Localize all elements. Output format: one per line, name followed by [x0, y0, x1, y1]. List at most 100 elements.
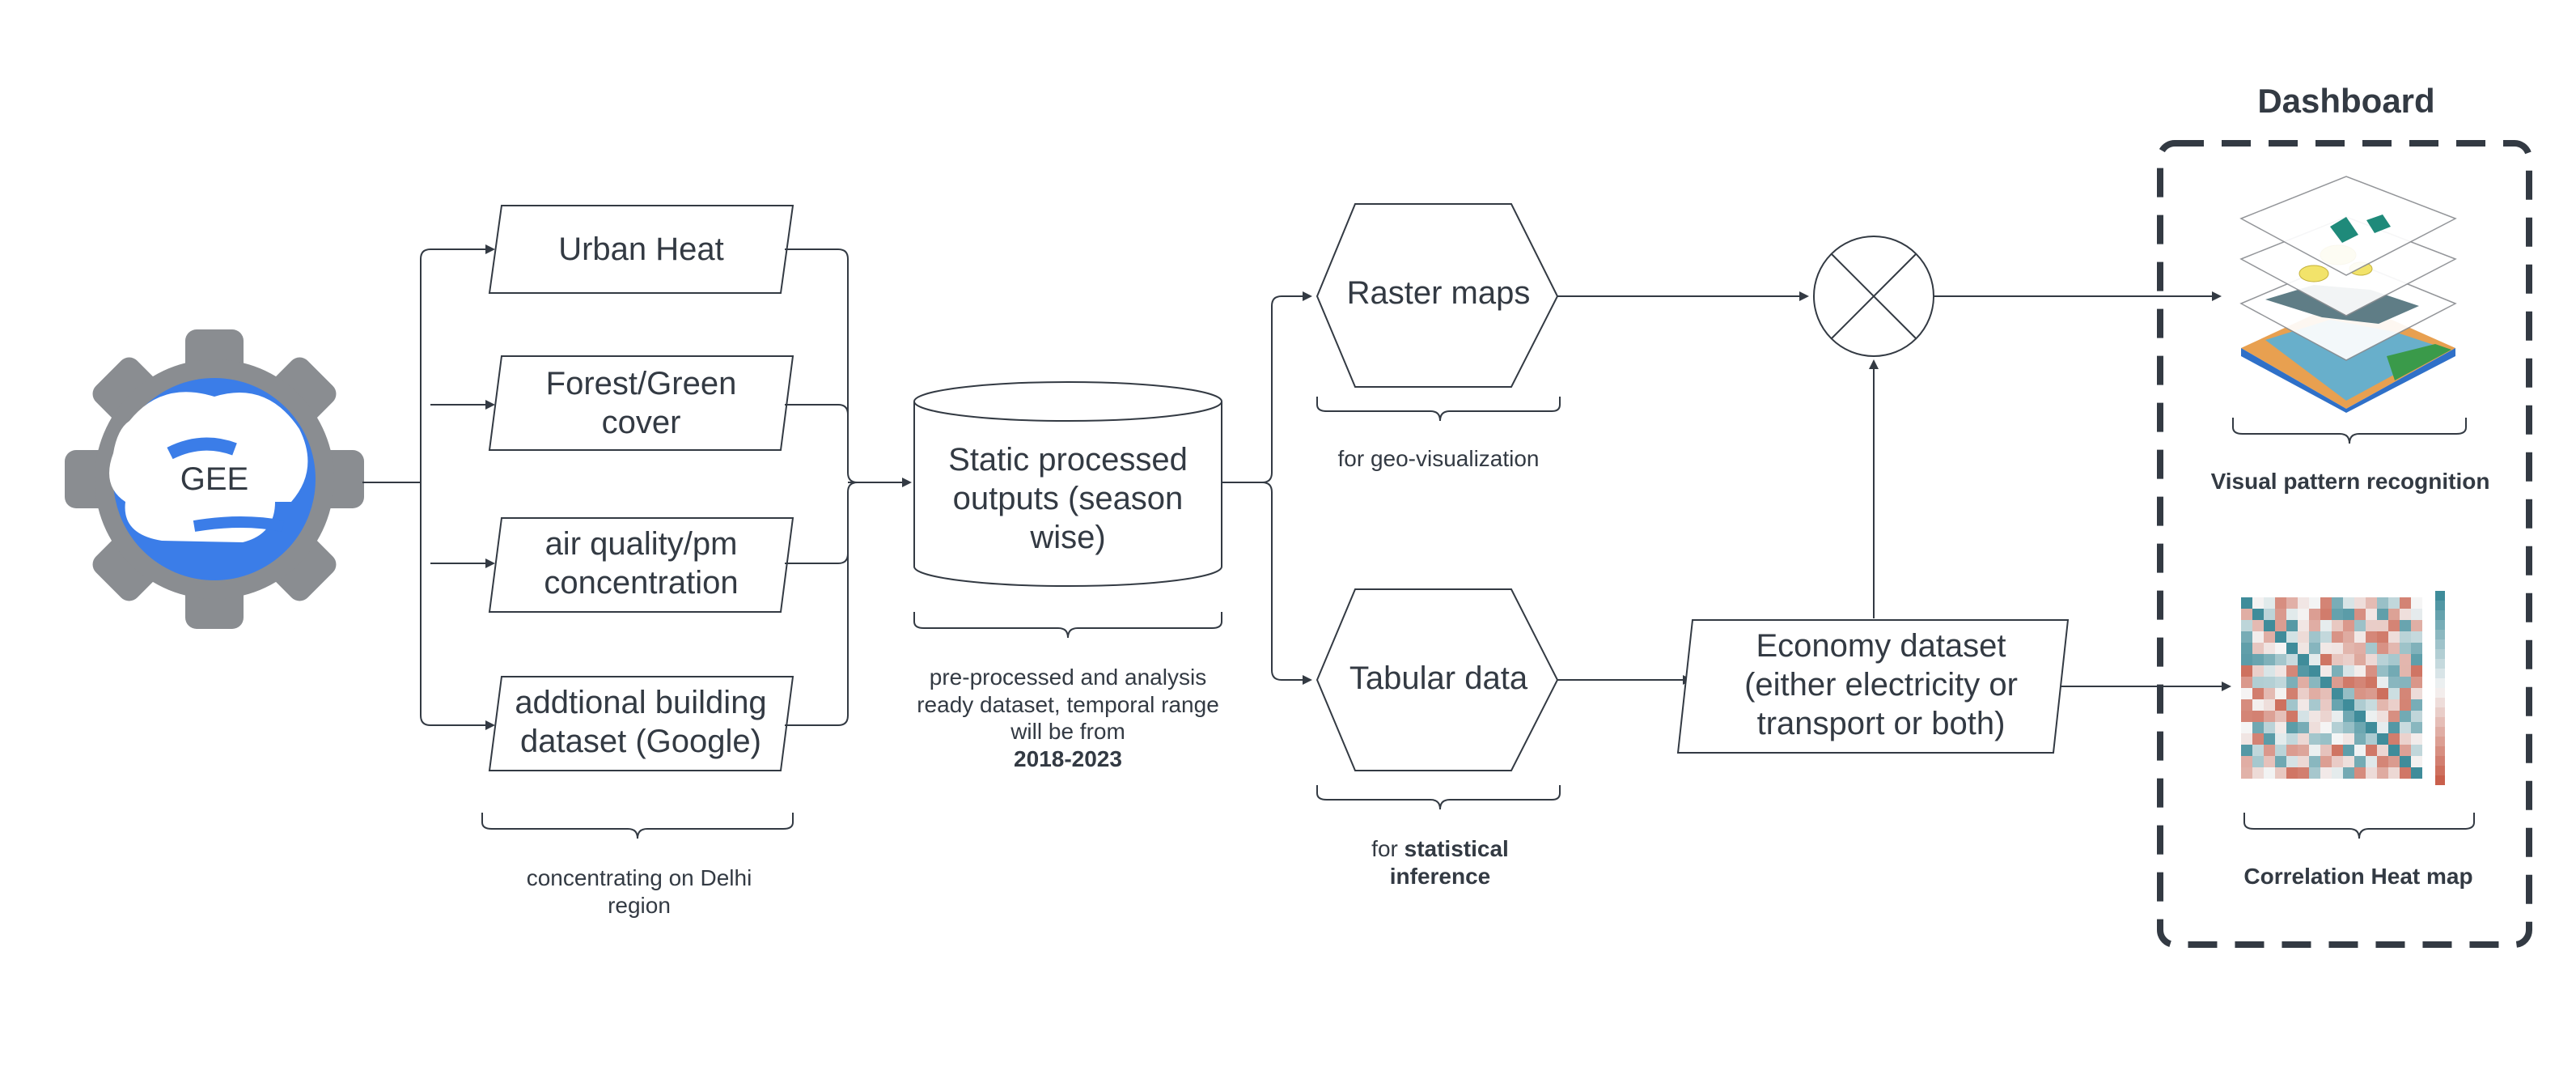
heatmap-cell: [2332, 631, 2343, 643]
heatmap-cell: [2366, 688, 2377, 699]
heatmap-cell: [2320, 597, 2332, 609]
heatmap-cell: [2320, 745, 2332, 756]
heatmap-cell: [2354, 688, 2366, 699]
heatmap-cell: [2332, 733, 2343, 745]
heatmap-cell: [2377, 722, 2388, 733]
heatmap-cell: [2309, 665, 2320, 677]
heatmap-cell: [2354, 620, 2366, 631]
heatmap-cell: [2286, 745, 2298, 756]
brace-store: [913, 612, 1222, 639]
store-caption-bold: 2018-2023: [1014, 745, 1122, 771]
heatmap-cell: [2252, 643, 2264, 654]
heatmap-cell: [2377, 745, 2388, 756]
heatmap-cell: [2411, 733, 2422, 745]
heatmap-colorbar-cell: [2435, 659, 2445, 669]
heatmap-cell: [2366, 745, 2377, 756]
heatmap-cell: [2286, 620, 2298, 631]
heatmap-cell: [2411, 699, 2422, 711]
heatmap-cell: [2411, 677, 2422, 688]
input-box-forest: [488, 355, 794, 451]
heatmap-cell: [2320, 620, 2332, 631]
heatmap-colorbar-cell: [2435, 727, 2445, 737]
heatmap-cell: [2275, 643, 2286, 654]
heatmap-cell: [2366, 699, 2377, 711]
heatmap-cell: [2354, 643, 2366, 654]
heatmap-cell: [2241, 722, 2252, 733]
heatmap-cell: [2252, 654, 2264, 665]
heatmap-cell: [2343, 597, 2354, 609]
heatmap-colorbar-cell: [2435, 746, 2445, 756]
heatmap-cell: [2241, 733, 2252, 745]
heatmap-cell: [2400, 711, 2411, 722]
heatmap-cell: [2343, 665, 2354, 677]
heatmap-cell: [2286, 631, 2298, 643]
heatmap-cell: [2286, 654, 2298, 665]
heatmap-cell: [2366, 620, 2377, 631]
heatmap-cell: [2388, 620, 2400, 631]
heatmap-cell: [2298, 677, 2309, 688]
heatmap-cell: [2332, 767, 2343, 779]
brace-heatmap: [2243, 813, 2475, 839]
heatmap-cell: [2411, 722, 2422, 733]
heatmap-cell: [2354, 665, 2366, 677]
heatmap-cell: [2366, 631, 2377, 643]
heatmap-cell: [2320, 609, 2332, 620]
heatmap-colorbar-cell: [2435, 669, 2445, 678]
heatmap-cell: [2343, 609, 2354, 620]
heatmap-cell: [2332, 665, 2343, 677]
heatmap-cell: [2286, 665, 2298, 677]
heatmap-cell: [2400, 654, 2411, 665]
heatmap-cell: [2377, 643, 2388, 654]
heatmap-cell: [2252, 711, 2264, 722]
heatmap-cell: [2275, 609, 2286, 620]
heatmap-cell: [2366, 711, 2377, 722]
heatmap-cell: [2411, 643, 2422, 654]
heatmap-cell: [2320, 688, 2332, 699]
heatmap-cell: [2411, 688, 2422, 699]
heatmap-cell: [2343, 767, 2354, 779]
heatmap-cell: [2400, 756, 2411, 767]
heatmap-cell: [2411, 745, 2422, 756]
heatmap-cell: [2309, 722, 2320, 733]
heatmap-cell: [2320, 699, 2332, 711]
heatmap-cell: [2354, 609, 2366, 620]
heatmap-cell: [2286, 756, 2298, 767]
heatmap-cell: [2388, 609, 2400, 620]
heatmap-cell: [2264, 699, 2275, 711]
heatmap-cell: [2264, 722, 2275, 733]
heatmap-cell: [2332, 745, 2343, 756]
heatmap-cell: [2366, 733, 2377, 745]
heatmap-cell: [2252, 688, 2264, 699]
heatmap-cell: [2241, 597, 2252, 609]
heatmap-cell: [2343, 733, 2354, 745]
heatmap-cell: [2264, 665, 2275, 677]
heatmap-cell: [2400, 745, 2411, 756]
heatmap-cell: [2298, 688, 2309, 699]
heatmap-cell: [2264, 711, 2275, 722]
heatmap-colorbar-cell: [2435, 630, 2445, 639]
heatmap-cell: [2411, 756, 2422, 767]
heatmap-cell: [2332, 688, 2343, 699]
raster-label: Raster maps: [1346, 275, 1531, 311]
heatmap-cell: [2343, 722, 2354, 733]
heatmap-cell: [2400, 665, 2411, 677]
heatmap-cell: [2298, 745, 2309, 756]
heatmap-cell: [2275, 631, 2286, 643]
heatmap-cell: [2354, 733, 2366, 745]
heatmap-cell: [2252, 665, 2264, 677]
heatmap-cell: [2388, 699, 2400, 711]
heatmap-cell: [2309, 677, 2320, 688]
heatmap-cell: [2309, 733, 2320, 745]
heatmap-cell: [2309, 711, 2320, 722]
heatmap-cell: [2264, 767, 2275, 779]
heatmap-cell: [2388, 756, 2400, 767]
raster-caption: for geo-visualization: [1337, 446, 1540, 471]
heatmap-cell: [2241, 654, 2252, 665]
heatmap-cell: [2241, 756, 2252, 767]
heatmap-colorbar-cell: [2435, 698, 2445, 707]
heatmap-cell: [2388, 733, 2400, 745]
heatmap-colorbar-cell: [2435, 610, 2445, 620]
heatmap-cell: [2286, 688, 2298, 699]
